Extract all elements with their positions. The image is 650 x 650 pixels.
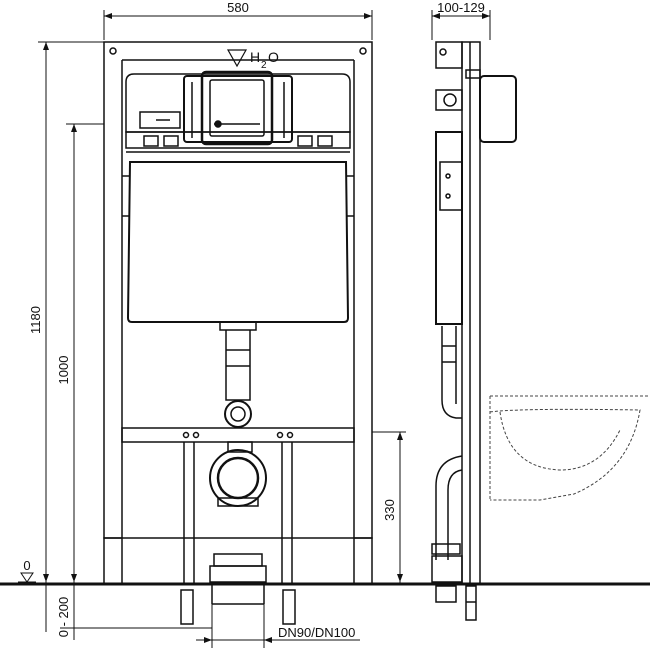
width-label: 580 bbox=[227, 0, 249, 15]
side-view bbox=[431, 41, 517, 621]
height-total-label: 1180 bbox=[28, 306, 43, 334]
seat-height-label: 330 bbox=[382, 499, 397, 521]
floor-adjust-label: 0 - 200 bbox=[56, 597, 71, 637]
height-inner-dimension: 1000 bbox=[56, 123, 104, 582]
width-dimension: 580 bbox=[103, 0, 373, 40]
floor-level-label: 0 bbox=[23, 558, 30, 573]
water-symbol-subscript: 2 bbox=[261, 60, 267, 71]
height-total-dimension: 1180 bbox=[28, 41, 104, 632]
height-inner-label: 1000 bbox=[56, 356, 71, 385]
floor-adjust-dimension: 0 - 200 bbox=[56, 582, 212, 640]
depth-label: 100-129 bbox=[437, 0, 485, 15]
seat-height-dimension: 330 bbox=[372, 431, 406, 584]
drain-label: DN90/DN100 bbox=[278, 625, 355, 640]
toilet-bowl-outline bbox=[489, 395, 650, 501]
water-symbol: H 2 O bbox=[250, 49, 279, 71]
depth-dimension: 100-129 bbox=[431, 0, 491, 40]
drain-dimension: DN90/DN100 bbox=[196, 604, 360, 648]
water-symbol-base: H bbox=[250, 49, 260, 65]
front-view bbox=[103, 41, 373, 625]
floor-level-marker: 0 bbox=[18, 558, 36, 583]
water-symbol-tail: O bbox=[268, 49, 279, 65]
